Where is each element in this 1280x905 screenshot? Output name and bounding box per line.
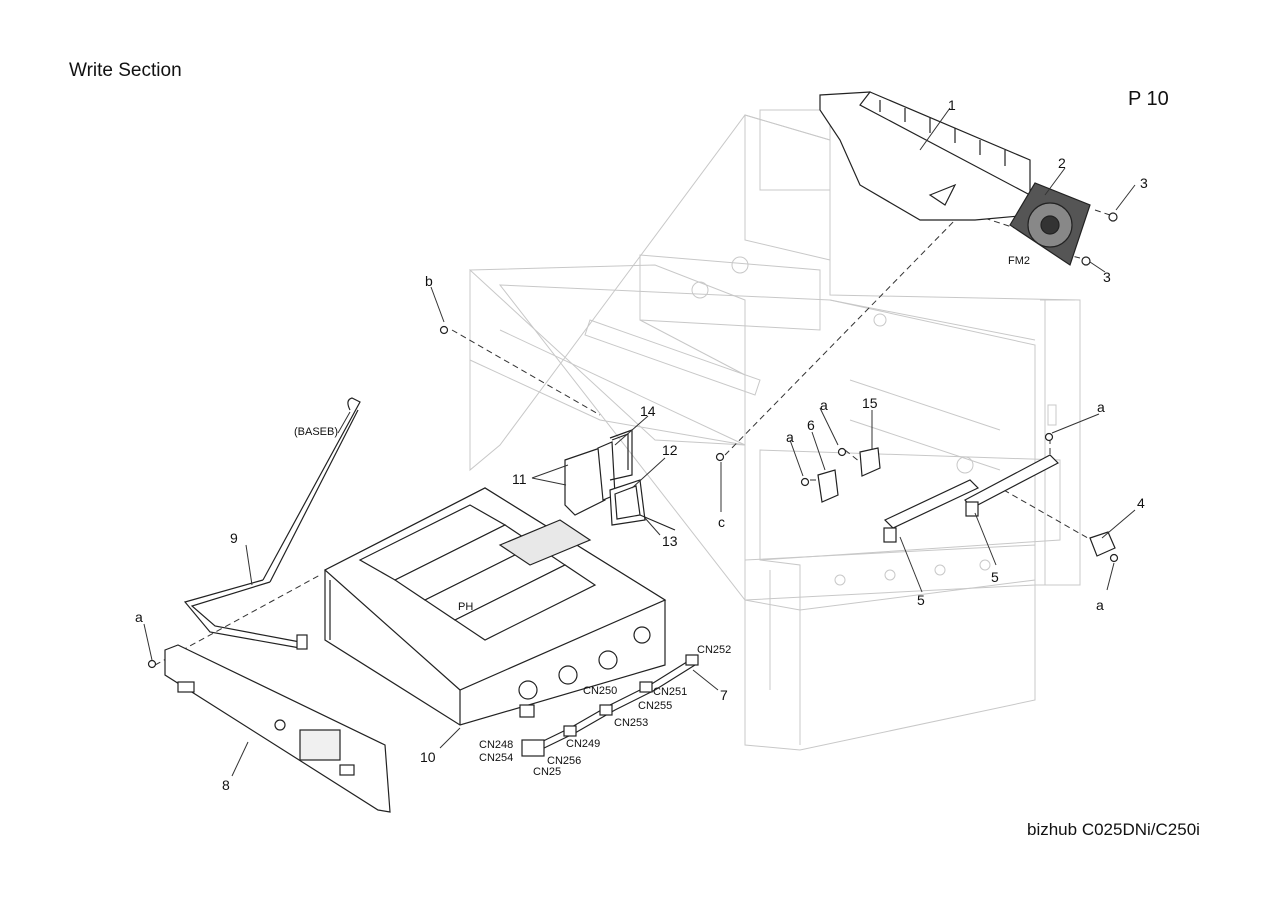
callout-11: 11	[512, 471, 527, 487]
callout-15: 15	[862, 395, 878, 411]
ref-a-right-top: a	[1097, 399, 1105, 415]
callout-9: 9	[230, 530, 238, 546]
cover-plate-part-8	[164, 644, 391, 813]
callout-3-top: 3	[1140, 175, 1148, 191]
connector-cn252: CN252	[697, 644, 731, 656]
connector-labels: CN252 CN251 CN255 CN250 CN253 CN249 CN24…	[479, 644, 731, 778]
print-head-label-ph: PH	[458, 601, 473, 613]
page-number: P 10	[1128, 88, 1169, 110]
callout-12: 12	[662, 442, 678, 458]
print-head-unit-10	[323, 487, 667, 726]
ref-a-mid: a	[820, 397, 828, 413]
ref-a-left: a	[135, 609, 143, 625]
callout-5-right: 5	[991, 569, 999, 585]
callout-7: 7	[720, 687, 728, 703]
callout-labels: 1 2 3 3 FM2 b a a 6 15 a 4 a 5 5 14 12 1…	[135, 97, 1148, 793]
callout-10: 10	[420, 749, 436, 765]
bracket-parts-11-14	[564, 429, 676, 531]
callout-2: 2	[1058, 155, 1066, 171]
ref-a-mid-left: a	[786, 429, 794, 445]
ref-a-right-bottom: a	[1096, 597, 1104, 613]
wire-harness-part-7	[521, 654, 699, 757]
connector-cn256: CN256	[547, 755, 581, 767]
bracket-parts-6-15	[817, 447, 881, 503]
connector-cn253: CN253	[614, 717, 648, 729]
duct-part-1	[819, 91, 1031, 221]
connector-cn254: CN254	[479, 752, 513, 764]
callout-1: 1	[948, 97, 956, 113]
leader-lines-solid	[143, 107, 1136, 777]
connector-cn25: CN25	[533, 766, 561, 778]
bracket-part-4	[1089, 531, 1116, 557]
callout-14: 14	[640, 403, 656, 419]
connector-cn248: CN248	[479, 739, 513, 751]
fan-part-2	[1009, 182, 1091, 266]
ref-c: c	[718, 514, 725, 530]
connector-cn249: CN249	[566, 738, 600, 750]
page-title: Write Section	[69, 60, 182, 81]
callout-13: 13	[662, 533, 678, 549]
connector-cn251: CN251	[653, 686, 687, 698]
callout-4: 4	[1137, 495, 1145, 511]
callout-6: 6	[807, 417, 815, 433]
machine-frame-ghost	[469, 109, 1081, 751]
callout-8: 8	[222, 777, 230, 793]
screw-icons	[147, 212, 1119, 669]
cable-label-baseb: (BASEB)	[294, 426, 338, 438]
callout-5-left: 5	[917, 592, 925, 608]
rail-parts-5	[883, 454, 1060, 543]
ref-b: b	[425, 273, 433, 289]
fan-label-fm2: FM2	[1008, 255, 1030, 267]
model-name: bizhub C025DNi/C250i	[1027, 820, 1200, 839]
flat-cable-part-9	[183, 397, 361, 650]
connector-cn255: CN255	[638, 700, 672, 712]
callout-3-bottom: 3	[1103, 269, 1111, 285]
connector-cn250: CN250	[583, 685, 617, 697]
